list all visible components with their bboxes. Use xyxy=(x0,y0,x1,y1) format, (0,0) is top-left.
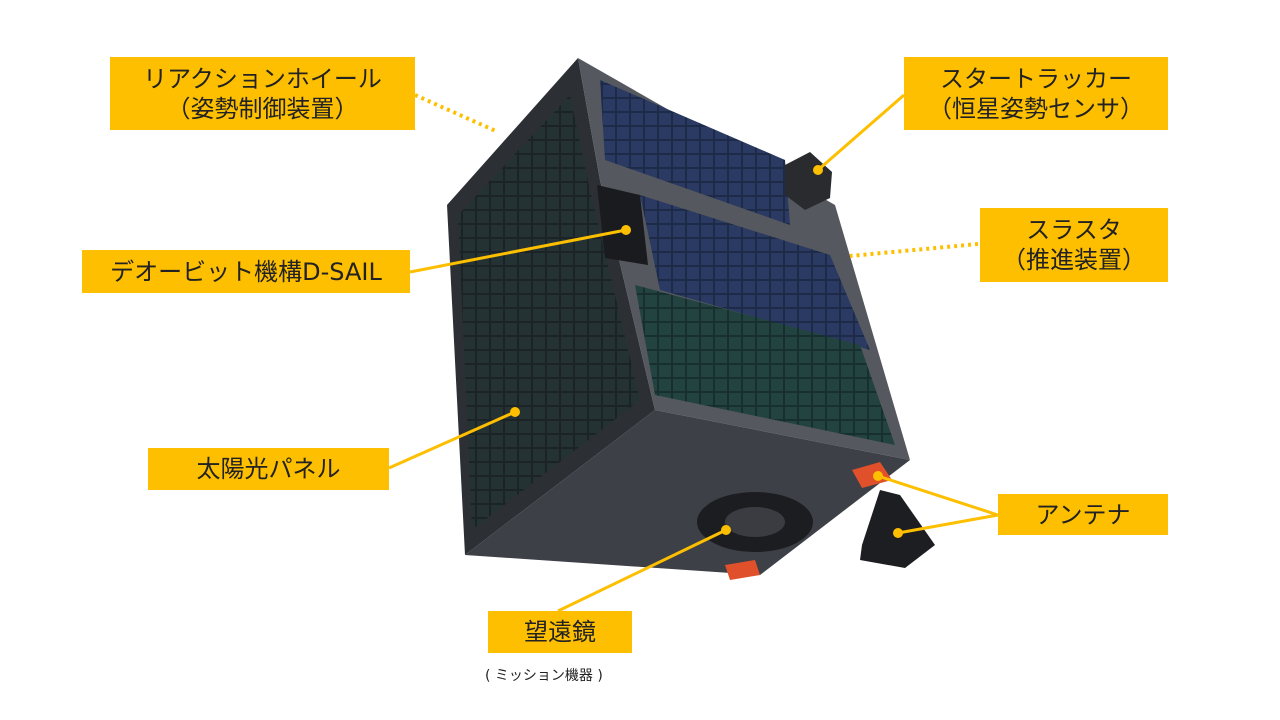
label-text: スラスタ xyxy=(1026,216,1122,244)
top-solar-panel-3 xyxy=(635,285,895,445)
leader-line-solar-panel xyxy=(388,410,516,470)
deorbit-opening xyxy=(597,185,648,265)
top-solar-panel-1 xyxy=(600,80,790,225)
leader-dot xyxy=(813,165,823,175)
label-text: 太陽光パネル xyxy=(196,455,341,483)
label-deorbit: デオービット機構D-SAIL xyxy=(82,250,410,293)
label-telescope: 望遠鏡 xyxy=(488,611,632,653)
label-star-tracker: スタートラッカー （恒星姿勢センサ） xyxy=(904,57,1168,130)
leader-dot xyxy=(621,225,631,235)
telescope-lens xyxy=(725,507,785,537)
label-thruster: スラスタ （推進装置） xyxy=(980,208,1168,282)
label-subtext: （姿勢制御装置） xyxy=(166,94,359,123)
label-text: リアクションホイール xyxy=(143,64,382,93)
top-solar-panel-2 xyxy=(640,195,870,350)
label-text: スタートラッカー xyxy=(940,64,1132,93)
label-antenna: アンテナ xyxy=(998,494,1168,535)
leader-dot xyxy=(721,525,731,535)
antenna-patch xyxy=(852,462,892,488)
telescope-subtitle: ( ミッション機器 ) xyxy=(485,668,603,684)
leader-line-antenna-2 xyxy=(897,513,999,535)
leader-line-deorbit xyxy=(409,228,627,274)
leader-dot xyxy=(893,528,903,538)
label-text: アンテナ xyxy=(1035,500,1131,529)
leader-line-telescope xyxy=(557,528,727,613)
leader-line-reaction-wheel xyxy=(414,93,499,134)
bottom-antenna xyxy=(725,560,760,580)
label-text: デオービット機構D-SAIL xyxy=(110,257,382,286)
label-text: 望遠鏡 xyxy=(524,618,596,646)
leader-dot xyxy=(873,471,883,481)
leader-dot xyxy=(510,407,520,417)
label-reaction-wheel: リアクションホイール （姿勢制御装置） xyxy=(110,57,415,130)
label-subtext: （推進装置） xyxy=(1002,246,1146,274)
label-solar-panel: 太陽光パネル xyxy=(148,448,389,490)
left-solar-panel xyxy=(458,95,640,530)
leader-line-antenna-1 xyxy=(877,474,999,517)
label-subtext: （恒星姿勢センサ） xyxy=(928,94,1144,123)
leader-line-thruster xyxy=(849,242,979,258)
leader-line-star-tracker xyxy=(817,93,905,172)
